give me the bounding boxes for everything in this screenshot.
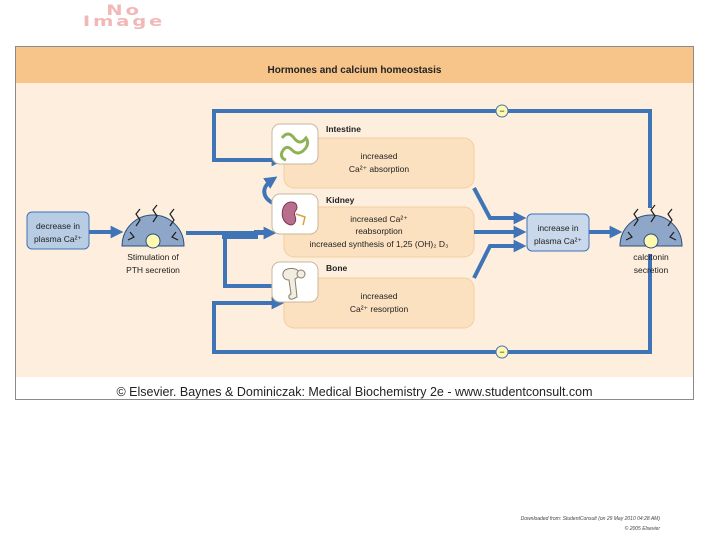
calcitonin-line2: secretion: [634, 265, 669, 275]
intestine-icon: [271, 123, 319, 165]
parathyroid-gland-icon: [121, 204, 185, 249]
kidney-label: Kidney: [326, 195, 355, 205]
calcitonin-line1: calcitonin: [633, 252, 669, 262]
bone-line2: Ca²⁺ resorption: [350, 304, 409, 314]
figure-title: Hormones and calcium homeostasis: [267, 65, 442, 76]
title-bar: [16, 47, 693, 83]
intestine-line2: Ca²⁺ absorption: [349, 164, 410, 174]
feedback-loop-top: [502, 109, 652, 208]
arrow-pth-to-bone: [223, 237, 285, 293]
no-image-line2: Image: [82, 14, 166, 30]
download-note: Downloaded from: StudentConsult (on 29 M…: [520, 516, 660, 522]
feedback-loop-top-return: [212, 109, 502, 167]
kidney-line2: reabsorption: [355, 226, 403, 236]
intestine-line1: increased: [361, 151, 398, 161]
thyroid-gland-icon: [619, 204, 683, 249]
feedback-loop-bottom: [502, 254, 652, 354]
decrease-line1: decrease in: [36, 221, 80, 231]
no-image-placeholder: No Image: [62, 4, 186, 32]
inhibition-marker-top: −: [495, 104, 509, 118]
inhibition-marker-bottom: −: [495, 345, 509, 359]
bone-label: Bone: [326, 263, 348, 273]
pth-line1: Stimulation of: [127, 252, 179, 262]
kidney-icon: [271, 193, 319, 235]
bone-icon: [271, 261, 319, 303]
arrow-intestine-to-increase: [472, 187, 527, 225]
bone-line1: increased: [361, 291, 398, 301]
increase-line1: increase in: [537, 223, 578, 233]
inhibition-top-symbol: −: [499, 106, 504, 116]
publisher-note: © 2005 Elsevier: [624, 526, 660, 532]
intestine-label: Intestine: [326, 124, 361, 134]
pth-line2: PTH secretion: [126, 265, 180, 275]
kidney-line1: increased Ca²⁺: [350, 214, 408, 224]
kidney-line3: increased synthesis of 1,25 (OH)₂ D₃: [309, 239, 448, 249]
increase-line2: plasma Ca²⁺: [534, 236, 582, 246]
inhibition-bottom-symbol: −: [499, 347, 504, 357]
bone-box: [283, 277, 475, 329]
decrease-line2: plasma Ca²⁺: [34, 234, 82, 244]
no-image-line1: No: [106, 3, 142, 19]
feedback-loop-bottom-return: [212, 296, 502, 354]
copyright-caption: © Elsevier. Baynes & Dominiczak: Medical…: [116, 385, 593, 399]
arrow-bone-to-increase: [472, 239, 527, 279]
